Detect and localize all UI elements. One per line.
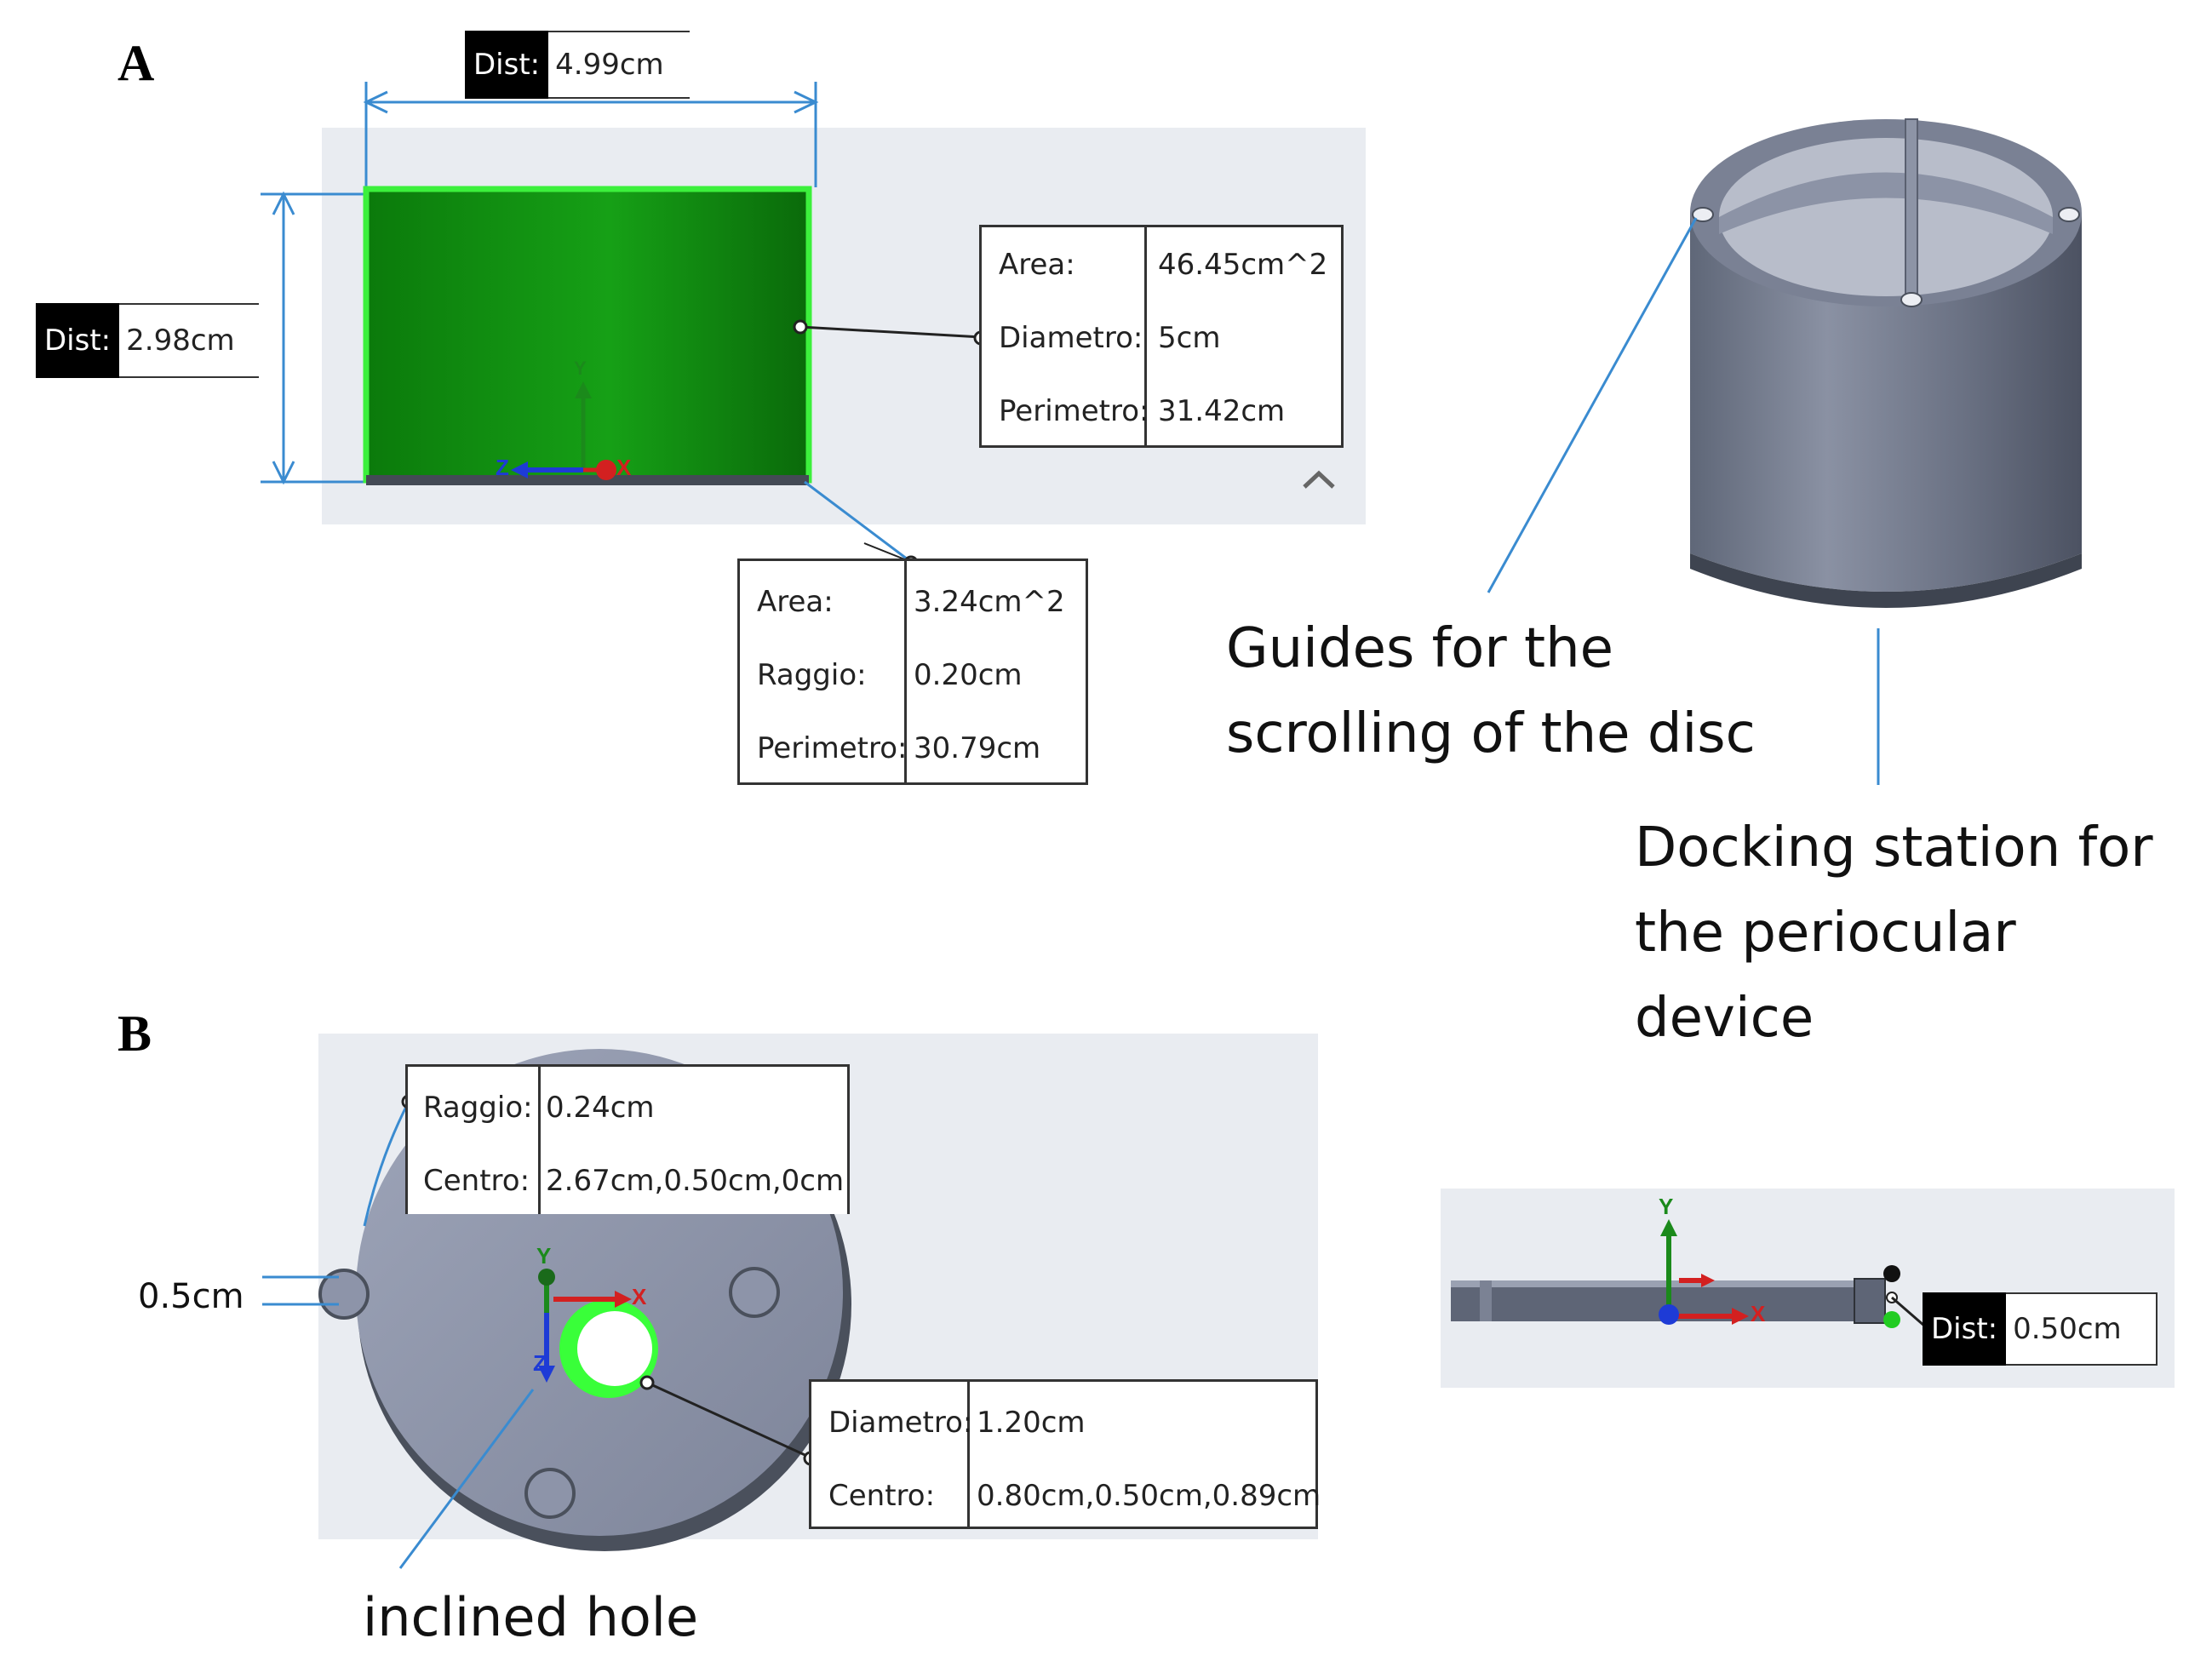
dist-width-key: Dist: [465,31,549,99]
thickness-label: 0.5cm [138,1277,244,1316]
cylinder-front-view [261,82,2164,785]
notch-measure-row: Raggio: 0.24cm [408,1091,847,1125]
axis-label-z: Z [533,1350,547,1376]
thickness-marker [262,1275,339,1306]
edge-measure-key: Perimetro: [757,731,908,765]
hole-measure-value: 1.20cm [977,1406,1086,1440]
face-measure-value: 5cm [1158,321,1221,355]
caret-up-icon[interactable] [1303,470,1335,489]
axis-label-x: X [1751,1301,1766,1326]
disc-side-view [1451,1219,1938,1339]
axis-label-y: Y [574,358,587,379]
caption-docking-line: Docking station for [1635,816,2153,879]
edge-measure-row: Area: 3.24cm^2 [740,585,1086,619]
notch-measure-value: 2.67cm,0.50cm,0cm [546,1164,845,1198]
face-measure-value: 31.42cm [1158,394,1286,428]
edge-measure-value: 3.24cm^2 [914,585,1065,619]
axis-label-x: X [632,1284,647,1309]
disc-views [262,1049,1938,1569]
face-measure-row: Diametro: 5cm [982,321,1341,355]
notch-measure-key: Raggio: [423,1091,533,1125]
axis-label-y: Y [536,1243,552,1269]
panel-label-b: B [117,1005,152,1062]
notch-measure-box: Raggio: 0.24cm Centro: 2.67cm,0.50cm,0cm [405,1064,850,1214]
face-measure-row: Perimetro: 31.42cm [982,394,1341,428]
notch-measure-value: 0.24cm [546,1091,655,1125]
hole-measure-box: Diametro: 1.20cm Centro: 0.80cm,0.50cm,0… [809,1379,1321,1529]
dist-height-tag: Dist: 2.98cm [36,303,260,378]
edge-measure-value: 30.79cm [914,731,1041,765]
hole-measure-divider [967,1382,970,1527]
notch-measure-divider [538,1067,541,1214]
caption-docking: Docking station for the periocular devic… [1635,805,2212,1061]
dimension-width [363,82,819,187]
face-measure-row: Area: 46.45cm^2 [982,248,1341,282]
face-measure-key: Area: [999,248,1075,282]
cylinder-base-edge [366,475,809,485]
dist-height-value: 2.98cm [119,303,260,378]
face-measure-value: 46.45cm^2 [1158,248,1328,282]
cylinder-face[interactable] [363,186,812,484]
dist-side-key: Dist: [1923,1292,2007,1366]
leader-inclined [398,1389,535,1569]
hole-measure-value: 0.80cm,0.50cm,0.89cm [977,1479,1321,1513]
dist-width-tag: Dist: 4.99cm [465,31,691,99]
edge-measure-key: Area: [757,585,834,619]
notch-measure-row: Centro: 2.67cm,0.50cm,0cm [408,1164,847,1198]
leader-edge [804,480,919,570]
caption-inclined-hole: inclined hole [363,1586,699,1648]
hole-measure-row: Diametro: 1.20cm [811,1406,1315,1440]
axis-label-x: X [616,455,632,480]
edge-measure-value: 0.20cm [914,658,1023,692]
dist-width-value: 4.99cm [548,31,691,99]
face-measure-divider [1144,227,1147,445]
hole-measure-row: Centro: 0.80cm,0.50cm,0.89cm [811,1479,1321,1513]
edge-measure-divider [904,561,907,782]
edge-measure-key: Raggio: [757,658,867,692]
caption-guides-line: scrolling of the disc [1226,702,1756,765]
notch-measure-key: Centro: [423,1164,530,1198]
hole-measure-key: Centro: [828,1479,936,1513]
dist-side-tag: Dist: 0.50cm [1923,1292,2158,1366]
face-measure-key: Perimetro: [999,394,1149,428]
face-measure-box: Area: 46.45cm^2 Diametro: 5cm Perimetro:… [979,225,1344,448]
docking-cylinder-3d [1672,83,2164,610]
edge-measure-row: Raggio: 0.20cm [740,658,1086,692]
edge-measure-row: Perimetro: 30.79cm [740,731,1086,765]
caption-guides-line: Guides for the [1226,617,1613,680]
caption-docking-line: the periocular device [1635,902,2016,1050]
face-measure-key: Diametro: [999,321,1143,355]
caption-guides: Guides for the scrolling of the disc [1226,606,1756,776]
dist-side-value: 0.50cm [2006,1292,2158,1366]
edge-measure-box: Area: 3.24cm^2 Raggio: 0.20cm Perimetro:… [737,559,1088,785]
dimension-height [261,191,366,485]
hole-measure-key: Diametro: [828,1406,973,1440]
leader-guides [1487,217,1698,593]
axis-label-z: Z [496,455,509,480]
axis-label-y: Y [1659,1194,1674,1219]
panel-label-a: A [117,35,155,91]
leader-face [793,319,989,346]
axis-triad-a [511,381,616,480]
dist-height-key: Dist: [36,303,120,378]
